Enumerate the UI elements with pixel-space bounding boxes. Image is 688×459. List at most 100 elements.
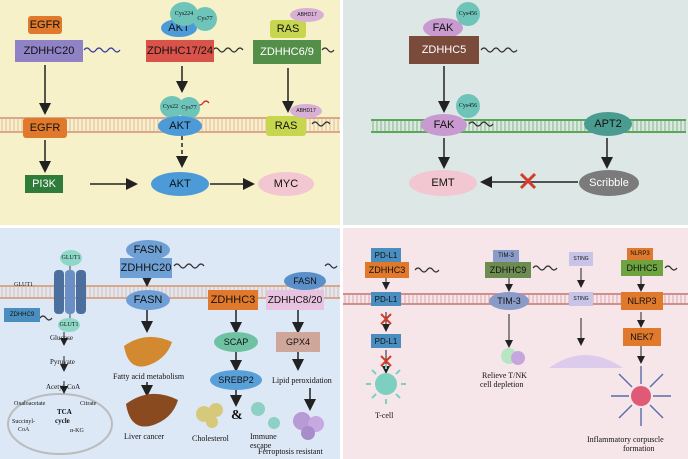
- tca: TCA: [57, 408, 72, 416]
- zdhhc9-p4-box: ZDHHC9: [485, 262, 531, 278]
- zdhhc3-p4-box: ZDHHC3: [365, 262, 409, 278]
- nlrp3-membrane-label: NLRP3: [627, 296, 657, 306]
- cys77-membrane-label: Cys77: [181, 105, 197, 111]
- panel2-graphics: [371, 47, 686, 190]
- fasn-right: FASN: [284, 272, 326, 290]
- nek7-box: NEK7: [623, 328, 661, 346]
- akt-membrane: AKT: [158, 116, 202, 136]
- zdhhc8-20-label: ZDHHC8/20: [267, 294, 323, 306]
- fak-membrane-label: FAK: [433, 119, 455, 131]
- ras-top: RAS: [270, 20, 306, 38]
- scap-node: SCAP: [214, 332, 258, 352]
- sting-top-label: STING: [573, 256, 589, 262]
- panel-egfr-akt-ras: EGFR ZDHHC20 EGFR PI3K AKT Cys224 Cys77 …: [0, 0, 340, 225]
- panel-immune: PD-L1 ZDHHC3 PD-L1 PD-L1 T-cell TIM-3 ZD…: [343, 228, 688, 459]
- glut1-top-label: GLUT1: [61, 255, 81, 261]
- sting-membrane-label: STING: [573, 296, 589, 302]
- zdhhc20-box-p3: ZDHHC20: [120, 258, 172, 278]
- cell-depletion: cell depletion: [480, 380, 524, 389]
- zdhhc5-box: ZDHHC5: [409, 36, 479, 64]
- abhd17-top: ABHD17: [290, 8, 324, 22]
- nlrp3-membrane: NLRP3: [621, 292, 663, 310]
- liver-cancer: Liver cancer: [124, 432, 165, 441]
- egfr-membrane: EGFR: [23, 118, 67, 138]
- zdhhc6-9-label: ZDHHC6/9: [260, 46, 314, 58]
- cys456-top-label: Cys456: [458, 11, 478, 17]
- pdl1-top: PD-L1: [371, 248, 401, 262]
- cys77-membrane: Cys77: [178, 97, 200, 119]
- glut1-low: GLUT1: [58, 318, 80, 332]
- zdhhc9-box: ZDHHC9: [4, 308, 40, 322]
- glut1-side: GLUT1: [14, 282, 33, 288]
- zdhhc8-20-box: ZDHHC8/20: [266, 290, 324, 310]
- cys224-top-label: Cys224: [174, 11, 194, 17]
- ampersand: &: [231, 408, 243, 423]
- tim3-membrane: TIM-3: [489, 292, 529, 310]
- emt-label: EMT: [431, 177, 455, 189]
- glut1-low-label: GLUT1: [59, 322, 79, 328]
- immune: Immune: [250, 432, 277, 441]
- gpx4-label: GPX4: [285, 337, 310, 347]
- fasn-top: FASN: [126, 240, 170, 260]
- akt-lower-label: AKT: [169, 178, 191, 190]
- ras-membrane-label: RAS: [274, 120, 298, 132]
- pi3k-box: PI3K: [25, 175, 63, 193]
- panel3-graphics: [0, 256, 340, 455]
- pi3k-label: PI3K: [32, 178, 56, 190]
- fasn-membrane-label: FASN: [133, 294, 163, 306]
- gpx4-box: GPX4: [276, 332, 320, 352]
- fak-top-label: FAK: [432, 22, 454, 34]
- tcell-label: T-cell: [375, 411, 394, 420]
- myc-node: MYC: [258, 172, 314, 196]
- apt2-label: APT2: [594, 118, 622, 130]
- glut1-top: GLUT1: [60, 250, 82, 266]
- escape: escape: [250, 441, 272, 450]
- zdhhc9-p4-label: ZDHHC9: [489, 265, 527, 275]
- abhd17-membrane: ABHD17: [290, 104, 322, 118]
- succinyl: Succinyl-: [12, 419, 35, 425]
- fasn-membrane: FASN: [126, 290, 170, 310]
- nlrp3-top: NLRP3: [627, 248, 653, 260]
- tim3-top-label: TIM-3: [498, 253, 514, 259]
- glucose: Glucose: [50, 334, 73, 342]
- abhd17-top-label: ABHD17: [297, 12, 317, 18]
- cys456-membrane: Cys456: [456, 94, 480, 118]
- zdhhc3-box: ZDHHC3: [208, 290, 258, 310]
- cholesterol: Cholesterol: [192, 434, 229, 443]
- nek7-label: NEK7: [630, 332, 654, 342]
- pdl1-membrane: PD-L1: [371, 292, 401, 306]
- fak-top: FAK: [423, 18, 463, 38]
- myc-label: MYC: [273, 178, 299, 190]
- panel-metabolism: GLUT1 GLUT1 GLUT1 ZDHHC9 Glucose Pyruvat…: [0, 228, 340, 459]
- ras-top-label: RAS: [276, 23, 300, 35]
- pdl1-top-label: PD-L1: [374, 250, 398, 260]
- fak-membrane: FAK: [421, 114, 467, 136]
- dhhc5-box: DHHC5: [621, 260, 663, 276]
- pdl1-low: PD-L1: [371, 334, 401, 348]
- acetyl-coa: Acetyl-CoA: [46, 383, 81, 391]
- oxaloacetate: Oxaloacetate: [14, 401, 46, 407]
- emt-node: EMT: [409, 170, 477, 196]
- sting-top: STING: [569, 252, 593, 266]
- zdhhc3-label: ZDHHC3: [210, 294, 256, 306]
- fasn-right-label: FASN: [293, 276, 317, 286]
- fasn-top-label: FASN: [133, 244, 163, 256]
- liver-cancer-image: [126, 393, 178, 427]
- egfr-top: EGFR: [28, 16, 62, 34]
- nlrp3-top-label: NLRP3: [630, 251, 650, 257]
- akt-membrane-label: AKT: [169, 120, 191, 132]
- cys456-membrane-label: Cys456: [458, 103, 478, 109]
- abhd17-membrane-label: ABHD17: [296, 108, 316, 114]
- cys77-top: Cys77: [193, 7, 217, 31]
- alpha-kg: α-KG: [70, 428, 84, 434]
- pdl1-low-label: PD-L1: [374, 336, 398, 346]
- zdhhc9-label: ZDHHC9: [9, 312, 35, 318]
- zdhhc17-24-label: ZDHHC17/24: [146, 45, 214, 57]
- scribble-node: Scribble: [579, 170, 639, 196]
- pdl1-membrane-label: PD-L1: [374, 294, 398, 304]
- srebp2-node: SREBP2: [210, 370, 262, 390]
- tim3-top: TIM-3: [493, 250, 519, 262]
- liver-healthy: [124, 336, 172, 367]
- zdhhc20-box: ZDHHC20: [15, 40, 83, 62]
- cys77-top-label: Cys77: [197, 16, 213, 22]
